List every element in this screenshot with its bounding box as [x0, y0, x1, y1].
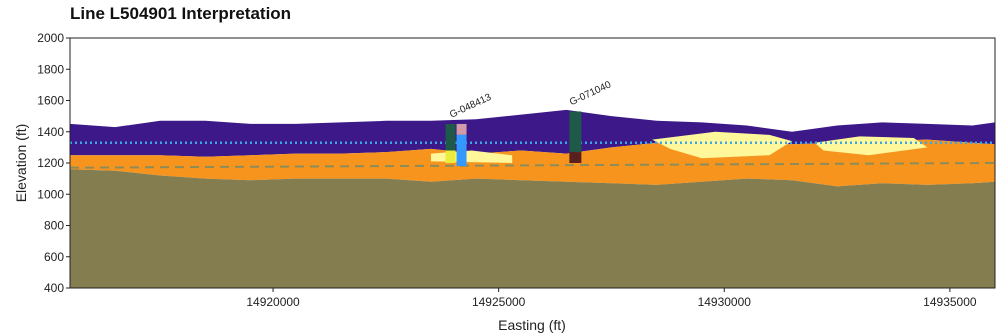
y-tick-label-1800: 1800 — [37, 62, 64, 76]
chart-title: Line L504901 Interpretation — [70, 4, 292, 23]
well-g048413-blue-interval — [456, 134, 467, 167]
x-tick-label-14925000: 14925000 — [472, 295, 526, 309]
yellow-lens-2 — [652, 131, 792, 159]
x-tick-label-14930000: 14930000 — [698, 295, 752, 309]
x-tick-label-14935000: 14935000 — [923, 295, 977, 309]
y-tick-label-600: 600 — [44, 250, 64, 264]
well-label-1: G-048413 — [448, 92, 493, 121]
dashed-line — [70, 162, 995, 169]
y-tick-label-1600: 1600 — [37, 94, 64, 108]
well-columns — [445, 111, 582, 167]
well-g071040-base-interval — [569, 152, 582, 163]
y-axis-title: Elevation (ft) — [13, 124, 29, 203]
axes: 400 600 800 1000 1200 1400 1600 1800 2000 1492000… — [37, 31, 977, 309]
x-tick-label-14920000: 14920000 — [246, 295, 300, 309]
well-g048413-yellow-interval — [445, 150, 456, 163]
x-axis-title: Easting (ft) — [498, 317, 566, 333]
y-tick-label-400: 400 — [44, 281, 64, 295]
well-label-2: G-071040 — [568, 79, 613, 108]
well-g048413-dark-interval — [445, 123, 456, 151]
y-tick-label-1400: 1400 — [37, 125, 64, 139]
y-tick-label-1200: 1200 — [37, 156, 64, 170]
well-g048413-pink-interval — [456, 123, 467, 135]
y-tick-label-800: 800 — [44, 219, 64, 233]
well-g071040-dark-interval — [569, 111, 582, 153]
olive-unit-band — [70, 169, 995, 288]
y-tick-label-1000: 1000 — [37, 187, 64, 201]
chart-layers — [70, 109, 995, 288]
yellow-lens-3 — [814, 136, 928, 156]
y-tick-label-2000: 2000 — [37, 31, 64, 45]
purple-unit-band — [70, 109, 995, 157]
